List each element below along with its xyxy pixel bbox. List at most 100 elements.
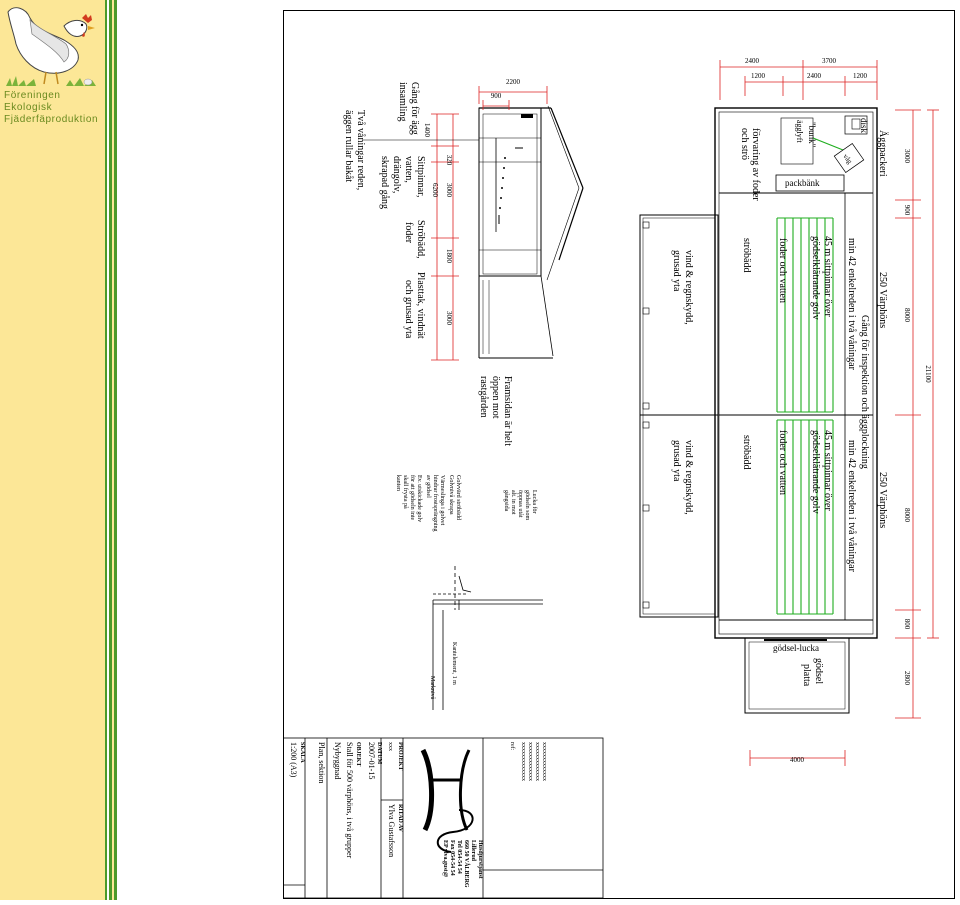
section-dim-side-4: 6200 [431, 183, 439, 198]
section-label-strobadd-2: foder [403, 222, 414, 244]
label-foder-vatten-a: foder och vatten [777, 238, 788, 303]
tb-skala-label: SKALA [299, 742, 305, 763]
tb-projekt-value: xxx [387, 742, 393, 751]
section-label-gang-agg-2: insamling [397, 82, 408, 121]
hs-logo-icon [420, 748, 474, 853]
detail-lucka-5: gångsida [503, 490, 510, 512]
section-label-strobadd-1: Ströbädd, [415, 220, 426, 259]
plan-dim-top-5: 1200 [853, 72, 868, 80]
label-gang-inspektion: Gång för inspektion och äggplockning [859, 315, 870, 469]
detail-lucka-2: gödseln som [524, 490, 530, 521]
plan-dim-top-4: 2400 [807, 72, 822, 80]
detail-kantsten: Kantelement, 1 m [451, 642, 457, 685]
label-hens-b: 250 Värphöns [877, 472, 888, 528]
label-strobadd-a: ströbädd [741, 238, 752, 272]
section-dim-top-1: 2200 [506, 78, 521, 86]
tb-ref-row-1: xxxxxxxxxxxxx [541, 742, 547, 781]
label-godsel-platta-1: gödsel [813, 658, 824, 684]
section-label-sittpinnar-3: drängolv, [391, 156, 402, 193]
detail-note-1: Golvvärd ströbädd [455, 475, 461, 520]
label-disk: disk [859, 118, 869, 134]
section-label-tva-1: Två våningar reden, [355, 110, 366, 190]
building-section: 2200 900 1400 320 3000 6200 1800 3000 Gå… [343, 78, 584, 446]
label-foder-vatten-b: foder och vatten [777, 430, 788, 495]
plan-dim-right-3: 8000 [903, 308, 911, 323]
label-reden-b: min 42 enkelreden i två våningar [846, 440, 857, 573]
manure-hatch-detail: Lucka för gödseln som öppnas utåt alt. i… [395, 475, 543, 710]
tb-ref-row-2: xxxxxxxxxxxxx [534, 742, 540, 781]
section-label-framsidan-3: rastgården [478, 376, 489, 418]
section-label-sittpinnar-4: skrapad gång [379, 156, 390, 209]
detail-note-3: Värmeslinga i golvet [439, 475, 445, 526]
tb-company-3: 660 50 VÅLBERG [463, 840, 471, 888]
detail-note-4: hindrar frostsprängning [432, 475, 439, 532]
section-dim-side-1: 1400 [423, 123, 431, 138]
plan-dim-right-5: 800 [903, 619, 911, 630]
plan-dim-right-4: 8000 [903, 508, 911, 523]
detail-note-7: för att gödseln inte [409, 475, 416, 520]
tb-company-5: Fax 054-54 54 [449, 840, 455, 876]
tb-ref-header: ref: [509, 742, 516, 751]
tb-datum-label: DATUM [376, 742, 382, 765]
plan-dim-top-2: 3700 [822, 57, 837, 65]
tb-ref-row-3: xxxxxxxxxxxxx [527, 742, 533, 781]
tb-plan-sektion: Plan, sektion [317, 742, 326, 783]
tb-objekt-label: OBJEKT [355, 742, 361, 766]
label-sittpinnar-b-1: 45 m sittpinnar över [822, 430, 833, 511]
label-hens-a: 250 Värphöns [877, 272, 888, 328]
sidebar-stripes [105, 0, 117, 900]
detail-lucka-1: Lucka för [531, 490, 538, 514]
floor-plan: 2400 3700 1200 2400 1200 4000 3000 900 8… [639, 57, 939, 766]
tb-objekt: Stall för 500 värphöns, i två grupper [345, 742, 354, 859]
section-label-gang-agg-1: Gång för ägg [409, 82, 420, 135]
detail-note-5: av gödsel [425, 475, 431, 498]
label-reden-a: min 42 enkelreden i två våningar [846, 238, 857, 371]
association-name: Föreningen Ekologisk Fjäderfäproduktion [4, 90, 108, 126]
plan-dim-total: 21100 [924, 365, 932, 383]
association-line-2: Ekologisk [4, 102, 53, 113]
tb-ref-row-4: xxxxxxxxxxxxx [520, 742, 526, 781]
detail-markniva: Marknivå [429, 676, 436, 700]
label-vind-a-2: grusad yta [671, 250, 682, 292]
label-strobadd-b: ströbädd [741, 435, 752, 469]
label-sittpinnar-a-2: gödselklätrande golv [810, 236, 821, 320]
section-label-plasttak-2: och grusad yta [403, 280, 414, 339]
label-sittpinnar-a-1: 45 m sittpinnar över [822, 236, 833, 317]
detail-note-8: skall frysta på [402, 475, 409, 509]
plan-dim-top-3: 1200 [751, 72, 766, 80]
detail-lucka-4: alt. in mot [510, 490, 516, 515]
section-label-framsidan-2: öppen mot [490, 376, 501, 419]
tb-projekt-label: PROJEKT [397, 742, 403, 770]
tb-company-4: Tel 054-54 54 [456, 840, 462, 874]
label-aggpackeri: Äggpackeri [877, 130, 889, 177]
section-label-plasttak-1: Plasttak, vindnät [415, 272, 426, 339]
label-forvaring-1: förvaring av foder [750, 128, 761, 201]
label-godsel-platta-2: platta [801, 664, 812, 687]
label-godsel-lucka: gödsel-lucka [773, 643, 819, 653]
label-forvaring-2: och strö [739, 128, 750, 160]
label-vind-a-1: vind & regnskydd, [683, 250, 694, 325]
label-vind-b-1: vind & regnskydd, [683, 440, 694, 515]
plan-dim-right-2: 900 [903, 205, 911, 216]
section-dim-side-5: 1800 [445, 249, 453, 264]
tb-nybyggnad: Nybyggnad [333, 742, 342, 779]
detail-note-6: Ev. utskickade golv [416, 475, 422, 522]
label-packbank: packbänk [785, 178, 820, 188]
detail-lucka-3: öppnas utåt [517, 490, 524, 518]
plan-dim-bottom: 4000 [790, 756, 805, 764]
label-bunk: "bunk" [807, 122, 817, 148]
plan-dim-top-1: 2400 [745, 57, 760, 65]
section-dim-side-3: 3000 [445, 183, 453, 198]
label-vind-b-2: grusad yta [671, 440, 682, 482]
detail-note-9: kanten [395, 475, 401, 491]
tb-company-6: EP ylva.gust@ [442, 840, 448, 878]
plan-dim-right-1: 3000 [903, 149, 911, 164]
tb-company-1: Husdjurstjänst [477, 840, 483, 879]
title-block: ref: xxxxxxxxxxxxx xxxxxxxxxxxxx xxxxxxx… [282, 737, 604, 899]
association-line-3: Fjäderfäproduktion [4, 114, 99, 125]
plan-dim-right-6: 2800 [903, 671, 911, 686]
section-label-sittpinnar-2: vatten, [403, 156, 414, 183]
label-sittpinnar-b-2: gödselklätrande golv [810, 430, 821, 514]
section-dim-side-2: 320 [445, 155, 453, 166]
tb-skala: 1:200 (A3) [289, 742, 298, 778]
